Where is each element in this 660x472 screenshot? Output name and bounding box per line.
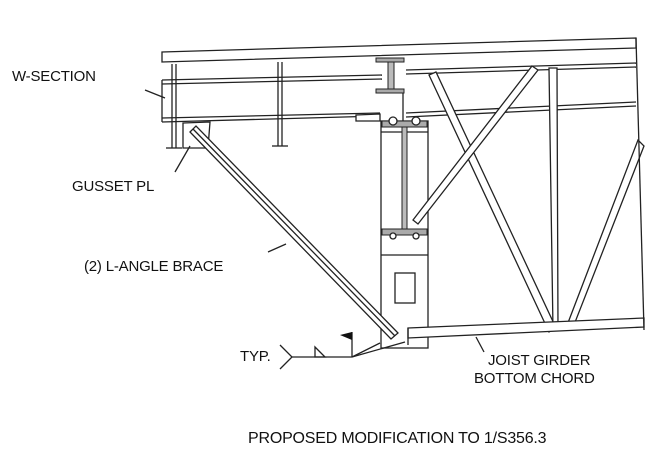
- joist-web-members: [412, 65, 645, 333]
- brace-label: (2) L-ANGLE BRACE: [84, 258, 224, 275]
- w-section-beam: [161, 74, 383, 123]
- drawing-caption: PROPOSED MODIFICATION TO 1/S356.3: [248, 430, 547, 447]
- hanger-rods: [166, 62, 288, 149]
- w-section-label: W-SECTION: [12, 68, 96, 85]
- typical-label: TYP.: [240, 348, 271, 365]
- joist-girder-label-line1: JOIST GIRDER: [488, 352, 591, 369]
- tee-section: [375, 57, 405, 121]
- joist-girder-label-line2: BOTTOM CHORD: [474, 370, 595, 387]
- gusset-plate-label: GUSSET PL: [72, 178, 155, 195]
- weld-symbol: [279, 332, 406, 370]
- leader-lines: [144, 89, 485, 353]
- joist-bottom-chord: [407, 317, 645, 339]
- column: [380, 116, 429, 349]
